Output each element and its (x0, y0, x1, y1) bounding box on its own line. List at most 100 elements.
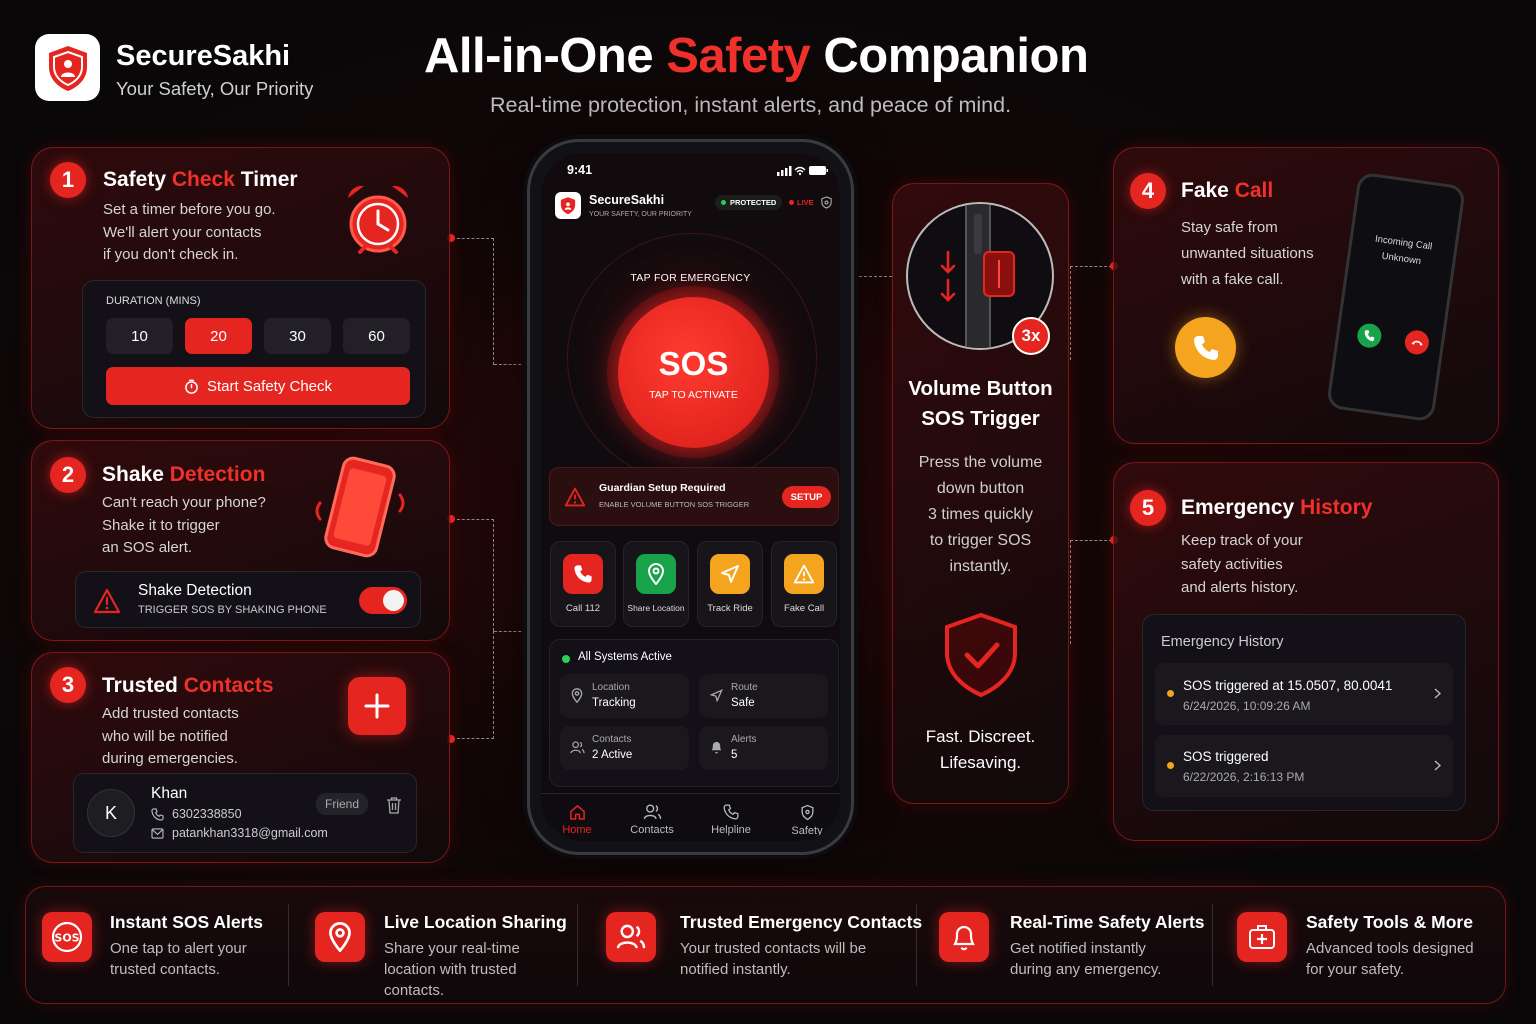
trash-icon[interactable] (386, 796, 402, 814)
guardian-subtitle: ENABLE VOLUME BUTTON SOS TRIGGER (599, 500, 750, 509)
feature-title: Live Location Sharing (384, 912, 567, 932)
live-badge: LIVE (789, 198, 814, 207)
contact-name: Khan (151, 785, 188, 802)
sos-button[interactable]: SOS TAP TO ACTIVATE (618, 297, 769, 448)
nav-label: Safety (791, 825, 823, 837)
desc-line: Share your real-time (384, 940, 520, 957)
separator (1212, 904, 1213, 986)
app-logo (35, 34, 100, 101)
decline-call-button[interactable] (1403, 328, 1431, 356)
settings-icon[interactable] (820, 196, 833, 209)
email-icon (151, 828, 164, 839)
desc-line: Shake it to trigger (102, 516, 220, 534)
history-item-title: SOS triggered (1183, 749, 1269, 764)
connector-vol (854, 276, 892, 277)
phone-side-volume-icon (940, 204, 1015, 348)
nav-helpline[interactable]: Helpline (696, 804, 766, 836)
guardian-setup-banner: Guardian Setup Required ENABLE VOLUME BU… (549, 467, 839, 526)
desc-line: for your safety. (1306, 961, 1405, 978)
stat-key: Contacts (592, 734, 632, 745)
nav-contacts[interactable]: Contacts (617, 804, 687, 836)
bell-icon (939, 912, 989, 962)
option-label: 10 (131, 327, 148, 345)
duration-option-30[interactable]: 30 (264, 318, 331, 354)
hero-title: All-in-One Safety Companion (424, 28, 1089, 84)
volume-button-illustration (906, 202, 1054, 350)
bell-icon (711, 741, 722, 754)
feature-title: Safety Tools & More (1306, 912, 1473, 932)
track-ride-tile[interactable]: Track Ride (697, 541, 763, 627)
desc-line: notified instantly. (680, 961, 791, 978)
brand-tagline: Your Safety, Our Priority (116, 78, 314, 99)
share-location-tile[interactable]: Share Location (623, 541, 689, 627)
fake-call-phone-button[interactable] (1175, 317, 1236, 378)
shaking-phone-icon (310, 451, 410, 563)
accept-call-button[interactable] (1355, 322, 1383, 350)
connector-1 (452, 238, 494, 365)
card-title-post: Timer (234, 168, 298, 191)
volume-footer: Fast. Discreet.Lifesaving. (893, 724, 1068, 776)
desc-line: an SOS alert. (102, 539, 193, 556)
history-item[interactable]: SOS triggered 6/22/2026, 2:16:13 PM (1155, 735, 1453, 797)
duration-option-10[interactable]: 10 (106, 318, 173, 354)
desc-line: down button (936, 480, 1025, 497)
step-number: 2 (50, 457, 86, 493)
tap-for-emergency-label: TAP FOR EMERGENCY (630, 272, 751, 284)
desc-line: if you don't check in. (103, 246, 239, 263)
card-description: Set a timer before you go.We'll alert yo… (103, 199, 276, 267)
call-112-tile[interactable]: Call 112 (550, 541, 616, 627)
step-number: 4 (1130, 173, 1166, 209)
duration-option-60[interactable]: 60 (343, 318, 410, 354)
stat-value: Tracking (592, 697, 636, 709)
connector-1b (494, 364, 526, 365)
card-title-pre: Safety (103, 168, 172, 191)
separator (577, 904, 578, 986)
tile-icon-bg (636, 554, 676, 594)
nav-label: Home (562, 824, 592, 836)
protected-dot (721, 200, 726, 205)
contact-row[interactable]: K Khan 6302338850 patankhan3318@gmail.co… (73, 773, 417, 853)
app-header-name: SecureSakhi (589, 193, 665, 207)
status-dot (562, 655, 570, 663)
duration-option-20[interactable]: 20 (185, 318, 252, 354)
connector-dot (447, 234, 455, 242)
hero-title-accent: Safety (666, 29, 811, 83)
add-contact-button[interactable] (348, 677, 406, 735)
nav-safety[interactable]: Safety (772, 804, 840, 837)
card-title: Safety Check Timer (103, 168, 298, 192)
warning-triangle-icon (93, 588, 121, 614)
users-icon (606, 912, 656, 962)
contact-email: patankhan3318@gmail.com (172, 826, 328, 840)
fake-call-tile[interactable]: Fake Call (771, 541, 837, 627)
desc-line: who will be notified (102, 727, 228, 745)
start-safety-check-button[interactable]: Start Safety Check (106, 367, 410, 405)
sos-icon: SOS (42, 912, 92, 962)
step-number: 5 (1130, 490, 1166, 526)
setup-button[interactable]: SETUP (782, 486, 831, 508)
phone-mockup: 9:41 SecureSakhi YOUR SAFETY, OUR PRIORI… (527, 139, 854, 855)
history-item-time: 6/22/2026, 2:16:13 PM (1183, 770, 1305, 784)
sos-label: SOS (658, 345, 729, 382)
shake-detection-toggle[interactable] (359, 587, 407, 614)
medkit-icon (1237, 912, 1287, 962)
separator (288, 904, 289, 986)
shake-detection-row: Shake Detection TRIGGER SOS BY SHAKING P… (75, 571, 421, 628)
desc-line: with a fake call. (1181, 271, 1284, 288)
bottom-nav: Home Contacts Helpline Safety (541, 793, 840, 841)
location-pin-icon (647, 563, 665, 585)
status-icons (777, 165, 829, 176)
option-label: 20 (210, 327, 227, 345)
connector-dot (447, 515, 455, 523)
history-item[interactable]: SOS triggered at 15.0507, 80.0041 6/24/2… (1155, 663, 1453, 725)
stat-key: Location (592, 682, 630, 693)
nav-home[interactable]: Home (542, 804, 612, 836)
card-title-accent: Call (1234, 179, 1274, 202)
